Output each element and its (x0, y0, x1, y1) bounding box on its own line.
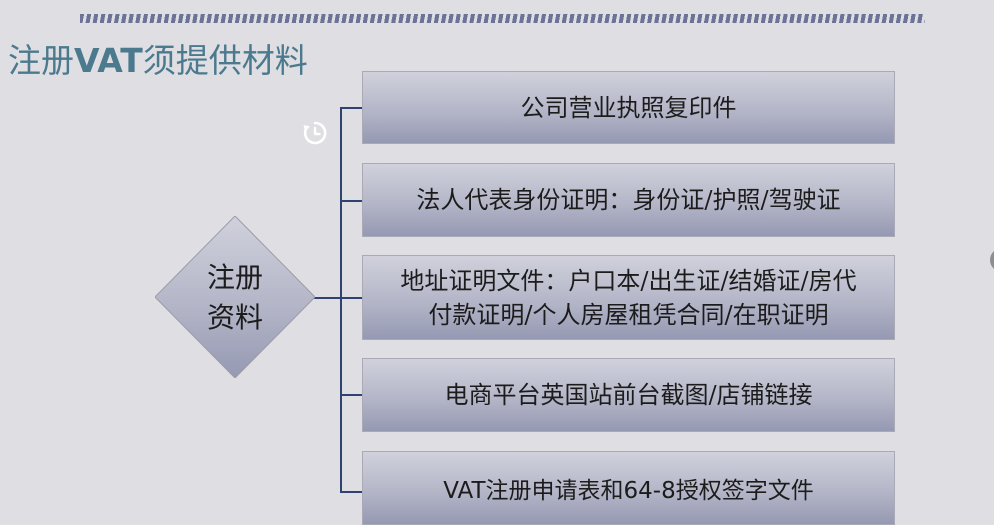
item-text-2: 法人代表身份证明：身份证/护照/驾驶证 (416, 186, 841, 214)
edge-nav-handle[interactable] (990, 248, 994, 272)
center-node-line1: 注册 (206, 261, 263, 294)
item-box-2: 法人代表身份证明：身份证/护照/驾驶证 (362, 163, 895, 237)
history-icon[interactable] (302, 120, 328, 146)
item-text-3: 地址证明文件：户口本/出生证/结婚证/房代 付款证明/个人房屋租凭合同/在职证明 (390, 264, 866, 332)
item-text-4: 电商平台英国站前台截图/店铺链接 (444, 381, 813, 409)
slide-title: 注册VAT须提供材料 (8, 34, 308, 82)
connector-center (314, 297, 341, 299)
center-diamond-node: 注册 资料 (155, 216, 315, 378)
item-text-5: VAT注册申请表和64-8授权签字文件 (443, 478, 814, 504)
connector-item-1 (340, 107, 362, 109)
item-text-3-line2: 付款证明/个人房屋租凭合同/在职证明 (428, 300, 829, 329)
item-box-4: 电商平台英国站前台截图/店铺链接 (362, 358, 895, 432)
diamond-shape (155, 216, 315, 378)
connector-item-2 (340, 200, 362, 202)
decorative-dash-bar (80, 14, 925, 23)
item-box-1: 公司营业执照复印件 (362, 71, 895, 144)
title-latin: VAT (74, 41, 143, 80)
title-suffix: 须提供材料 (142, 41, 308, 80)
connector-item-3 (340, 297, 362, 299)
center-node-label: 注册 资料 (155, 258, 315, 338)
item-box-3: 地址证明文件：户口本/出生证/结婚证/房代 付款证明/个人房屋租凭合同/在职证明 (362, 255, 895, 340)
item-box-5: VAT注册申请表和64-8授权签字文件 (362, 451, 895, 525)
title-prefix: 注册 (8, 41, 74, 80)
item-text-1: 公司营业执照复印件 (520, 93, 737, 122)
center-node-line2: 资料 (206, 301, 263, 334)
connector-item-5 (340, 491, 362, 493)
connector-item-4 (340, 394, 362, 396)
connector-trunk (340, 107, 342, 493)
item-text-3-line1: 地址证明文件：户口本/出生证/结婚证/房代 (400, 266, 857, 295)
